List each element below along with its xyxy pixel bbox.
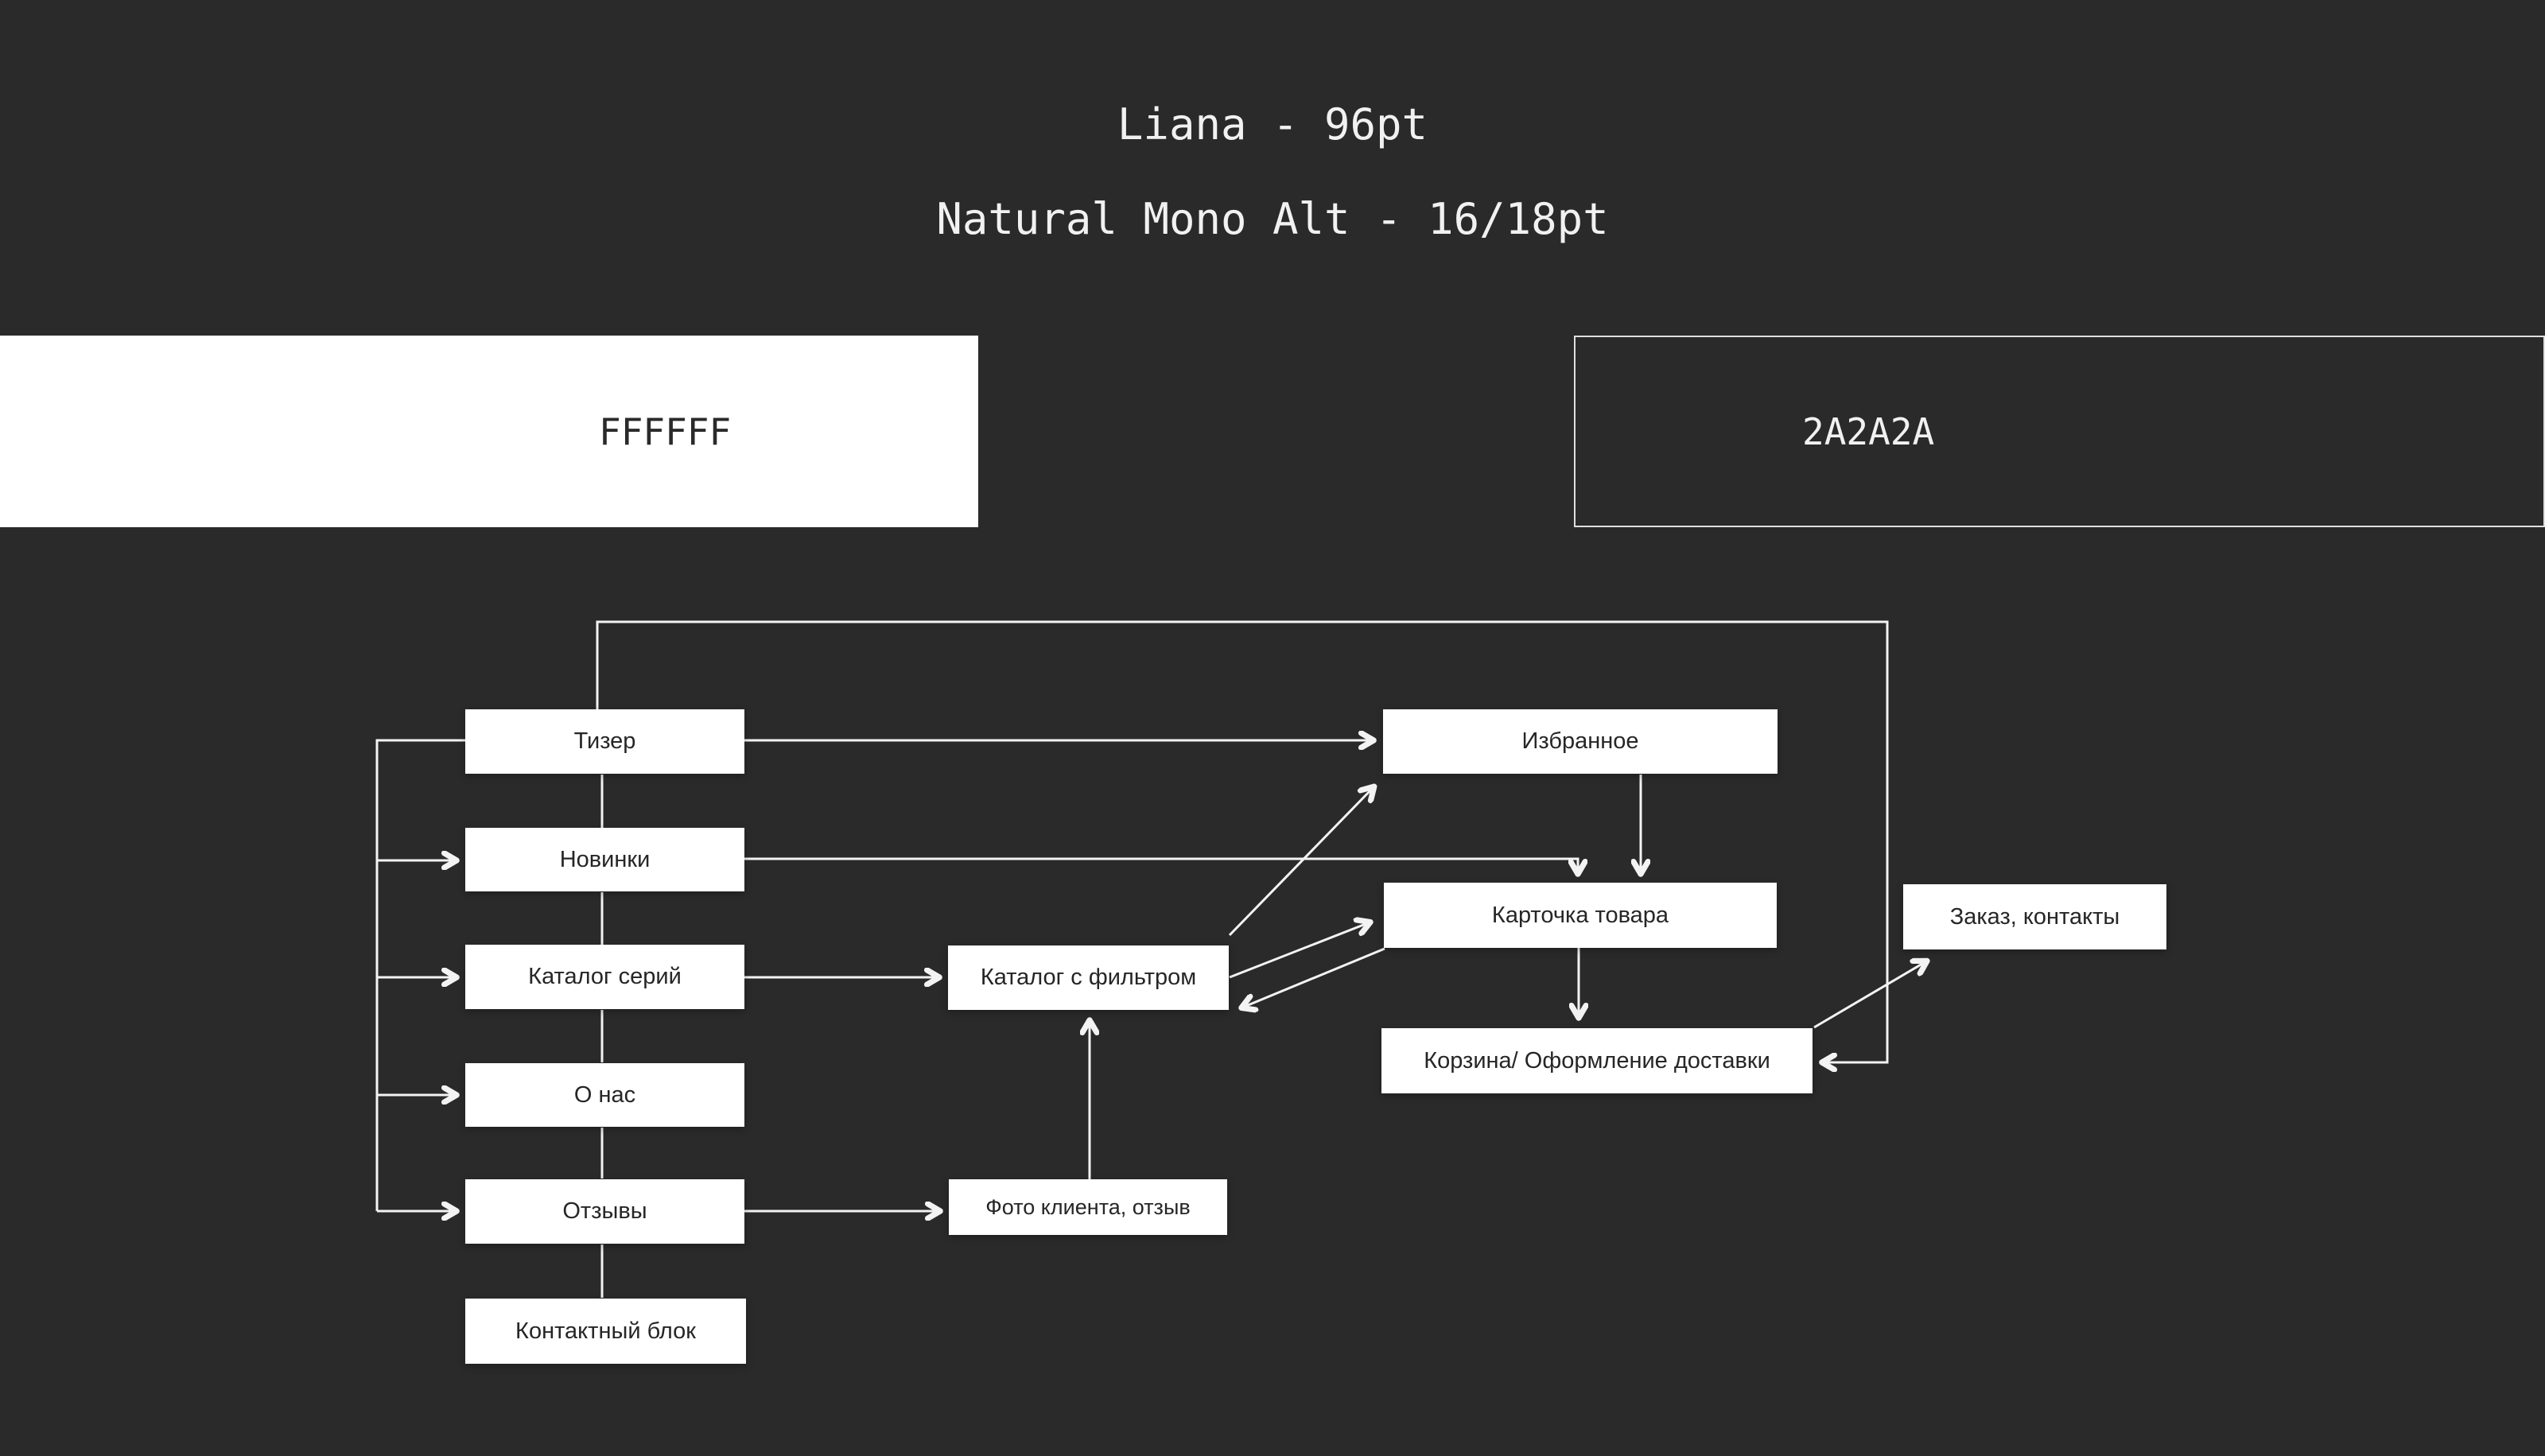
- node-label: Тизер: [573, 728, 636, 755]
- swatch-white: FFFFFF: [0, 336, 978, 527]
- node-filter-catalog: Каталог с фильтром: [948, 945, 1229, 1010]
- node-series-catalog: Каталог серий: [465, 945, 744, 1009]
- swatch-dark: 2A2A2A: [1574, 336, 2545, 527]
- page-title: Liana - 96pt: [1117, 99, 1428, 149]
- edge-cart-order-contacts: [1813, 961, 1926, 1029]
- node-label: Новинки: [559, 846, 651, 872]
- edge-product-card-filter-catalog: [1242, 947, 1385, 1008]
- edge-filter-catalog-favorites: [1228, 787, 1374, 937]
- swatch-white-label: FFFFFF: [599, 410, 732, 453]
- page-subtitle: Natural Mono Alt - 16/18pt: [936, 194, 1609, 244]
- node-contact-block: Контактный блок: [465, 1299, 746, 1364]
- node-label: Фото клиента, отзыв: [985, 1194, 1191, 1219]
- node-label: О нас: [573, 1081, 636, 1108]
- node-label: Заказ, контакты: [1949, 903, 2120, 930]
- edge-filter-catalog-product-card: [1229, 922, 1370, 979]
- node-label: Каталог с фильтром: [980, 965, 1197, 991]
- node-cart: Корзина/ Оформление доставки: [1381, 1028, 1813, 1093]
- node-label: Отзывы: [562, 1198, 647, 1225]
- node-label: Карточка товара: [1491, 902, 1669, 928]
- node-teaser: Тизер: [465, 709, 744, 774]
- edge-left-rail: [375, 739, 465, 1211]
- node-novelties: Новинки: [465, 828, 744, 891]
- edge-outer-rail-to-cart: [596, 620, 1889, 1062]
- edge-novelties-product-card: [744, 857, 1578, 873]
- node-order-contacts: Заказ, контакты: [1903, 884, 2166, 949]
- node-label: Корзина/ Оформление доставки: [1424, 1047, 1770, 1074]
- node-client-photo: Фото клиента, отзыв: [949, 1179, 1227, 1235]
- node-label: Контактный блок: [515, 1318, 696, 1344]
- node-reviews: Отзывы: [465, 1179, 744, 1244]
- node-product-card: Карточка товара: [1384, 883, 1777, 948]
- node-label: Избранное: [1521, 728, 1639, 755]
- node-favorites: Избранное: [1383, 709, 1778, 774]
- node-about: О нас: [465, 1063, 744, 1127]
- swatch-dark-label: 2A2A2A: [1802, 410, 1935, 453]
- node-label: Каталог серий: [528, 964, 682, 990]
